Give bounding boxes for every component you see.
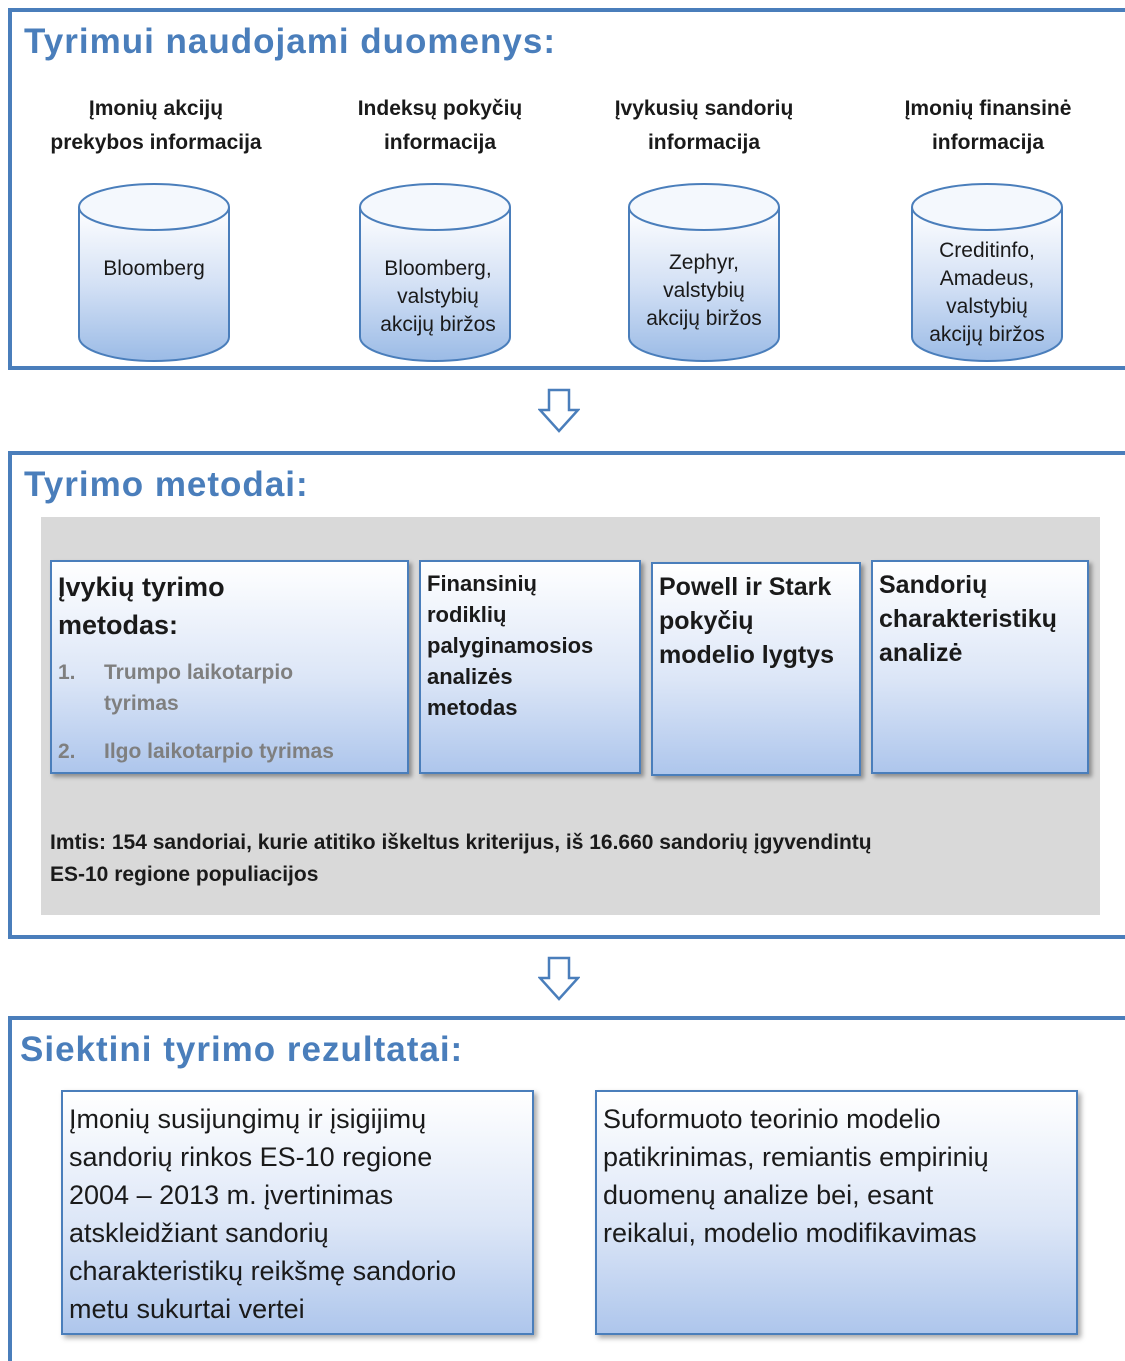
cylinder-shape <box>78 183 230 362</box>
cylinder-shape <box>911 183 1063 362</box>
data-sources-title: Tyrimui naudojami duomenys: <box>24 22 556 61</box>
result-box-market-assessment: Įmonių susijungimų ir įsigijimų sandorių… <box>61 1090 534 1335</box>
results-title: Siektini tyrimo rezultatai: <box>20 1030 464 1069</box>
down-arrow-icon <box>538 388 580 433</box>
deal-characteristics-method-box: Sandorių charakteristikų analizė <box>871 560 1089 774</box>
results-section: Siektini tyrimo rezultatai: Įmonių susij… <box>8 1016 1125 1361</box>
methods-title: Tyrimo metodai: <box>24 465 309 504</box>
event-study-method-box: Įvykių tyrimo metodas: 1. Trumpo laikota… <box>50 560 409 774</box>
cylinder-shape <box>359 183 511 362</box>
methods-section: Tyrimo metodai: Įvykių tyrimo metodas: 1… <box>8 451 1125 939</box>
sample-description: Imtis: 154 sandoriai, kurie atitiko iške… <box>50 831 872 886</box>
database-cylinder-index-changes: Bloomberg, valstybių akcijų biržos <box>359 183 511 363</box>
source-label-financial: Įmonių finansinė informacija <box>904 97 1072 154</box>
database-cylinder-deals: Zephyr, valstybių akcijų biržos <box>628 183 780 363</box>
source-label-stock-trading: Įmonių akcijų prekybos informacija <box>50 97 262 154</box>
methods-panel: Įvykių tyrimo metodas: 1. Trumpo laikota… <box>41 517 1100 915</box>
cylinder-label: Bloomberg <box>103 257 205 280</box>
down-arrow-icon <box>538 956 580 1001</box>
financial-ratio-method-box: Finansinių rodiklių palyginamosios anali… <box>419 560 641 774</box>
database-cylinder-stock-trading: Bloomberg <box>78 183 230 363</box>
cylinder-label: Zephyr, valstybių akcijų biržos <box>646 251 762 330</box>
powell-stark-method-box: Powell ir Stark pokyčių modelio lygtys <box>651 562 861 776</box>
result-box-model-verification: Suformuoto teorinio modelio patikrinimas… <box>595 1090 1078 1335</box>
cylinder-label: Bloomberg, valstybių akcijų biržos <box>380 257 496 336</box>
data-sources-section: Tyrimui naudojami duomenys: Įmonių akcij… <box>8 8 1125 370</box>
cylinder-label: Creditinfo, Amadeus, valstybių akcijų bi… <box>929 239 1045 346</box>
source-label-deals: Įvykusių sandorių informacija <box>614 97 794 154</box>
event-study-title: Įvykių tyrimo metodas: <box>58 572 225 640</box>
cylinder-shape <box>628 183 780 362</box>
source-label-index-changes: Indeksų pokyčių informacija <box>357 97 523 154</box>
database-cylinder-financial: Creditinfo, Amadeus, valstybių akcijų bi… <box>911 183 1063 363</box>
